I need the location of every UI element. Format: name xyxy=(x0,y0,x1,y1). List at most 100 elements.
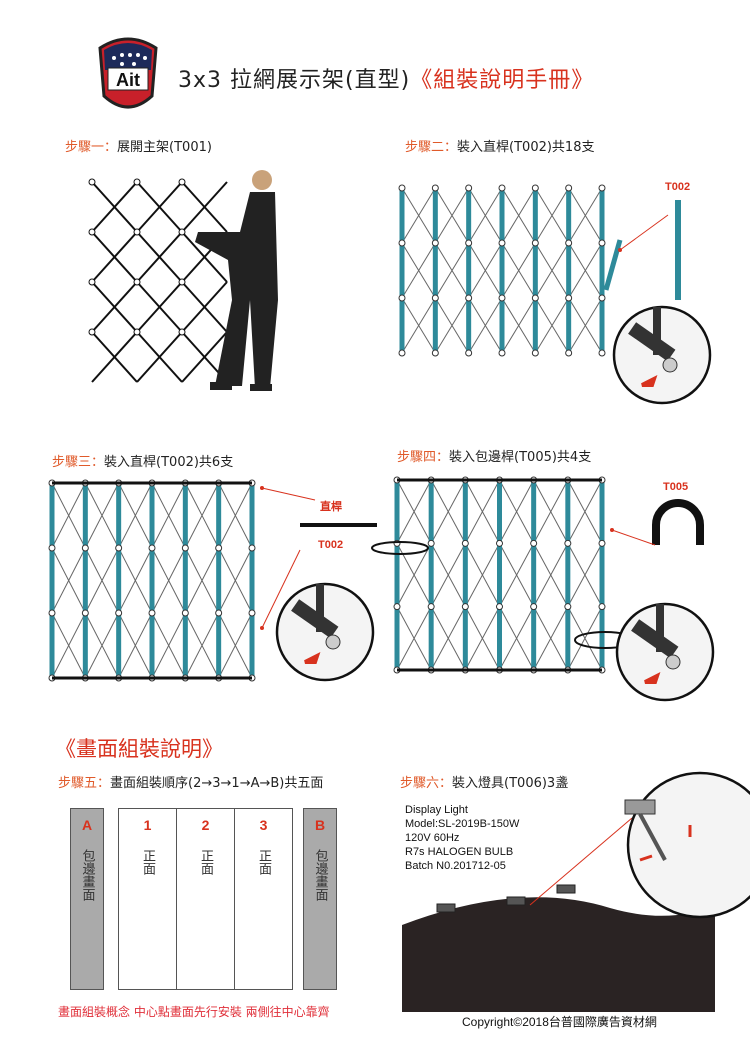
frame-hub xyxy=(465,349,473,357)
pointer-arrowhead xyxy=(260,486,264,490)
frame-strut xyxy=(118,482,153,549)
frame-hub xyxy=(465,239,473,247)
frame-strut xyxy=(468,187,503,244)
pointer-arrowhead xyxy=(260,626,264,630)
frame-strut xyxy=(218,482,253,549)
frame-strut xyxy=(499,606,535,671)
display-light-icon xyxy=(506,896,526,906)
frame-strut xyxy=(136,181,183,233)
frame-hub xyxy=(565,294,573,302)
frame-strut xyxy=(84,547,120,614)
frame-hub xyxy=(88,328,96,336)
light-spec-line: Model:SL-2019B-150W xyxy=(405,818,520,830)
pointer-line xyxy=(261,487,316,501)
pointer-line xyxy=(619,214,669,251)
frame-hub xyxy=(530,603,538,611)
frame-hub xyxy=(133,278,141,286)
step-5: 步驟五：畫面組裝順序(2→3→1→A→B)共五面 xyxy=(58,772,323,791)
title-sub: 《組裝說明手冊》 xyxy=(410,68,595,93)
frame-hub xyxy=(465,184,473,192)
frame-strut xyxy=(468,242,503,299)
frame-hub xyxy=(465,294,473,302)
step-2: 步驟二：裝入直桿(T002)共18支 xyxy=(405,136,594,155)
section-title: 《畫面組裝說明》 xyxy=(55,737,223,761)
light-spec: Display Light Model:SL-2019B-150W 120V 6… xyxy=(405,803,519,873)
frame-strut xyxy=(533,606,569,671)
logo-main-text: Ait xyxy=(116,70,140,90)
frame-strut xyxy=(434,297,470,354)
panel-text: 包邊畫面 xyxy=(312,849,328,901)
step-6: 步驟六：裝入燈具(T006)3盞 xyxy=(400,772,568,791)
step-text: 展開主架(T001) xyxy=(117,140,212,155)
frame-strut xyxy=(499,479,535,544)
connector-part xyxy=(631,619,679,659)
assembly-note: 畫面組裝概念 中心點畫面先行安裝 兩側往中心靠齊 xyxy=(58,1005,330,1019)
hub-part xyxy=(662,357,678,373)
frame-strut xyxy=(533,479,569,544)
frame-strut xyxy=(84,612,120,679)
detail-zoom-circle xyxy=(275,582,375,682)
frame-strut xyxy=(51,482,86,549)
frame-strut xyxy=(468,297,503,354)
step-label: 步驟四 xyxy=(397,450,437,465)
frame-hub xyxy=(531,349,539,357)
step-label: 步驟一 xyxy=(65,140,105,155)
frame-hub xyxy=(431,184,439,192)
frame-hub xyxy=(133,228,141,236)
folded-frame xyxy=(88,178,228,383)
frame-strut xyxy=(534,297,570,354)
page-title: 3x3 拉網展示架(直型)《組裝說明手冊》 xyxy=(178,62,594,94)
frame-strut xyxy=(534,242,570,299)
frame-strut xyxy=(51,547,86,614)
display-light-icon xyxy=(556,884,576,894)
frame-hub xyxy=(427,603,435,611)
frame-hub xyxy=(461,539,469,547)
panel-text: 正面 xyxy=(140,849,155,875)
frame-strut xyxy=(401,297,436,354)
light-arm xyxy=(638,813,667,861)
panel-id: A xyxy=(81,817,93,833)
light-spec-line: Batch N0.201712-05 xyxy=(405,860,506,872)
frame-hub xyxy=(81,609,89,617)
frame-hub xyxy=(398,184,406,192)
frame-hub xyxy=(598,349,606,357)
frame-strut xyxy=(434,242,470,299)
frame-strut xyxy=(84,482,120,549)
frame-hub xyxy=(461,603,469,611)
step-sep: ： xyxy=(97,776,111,791)
frame-hub xyxy=(431,294,439,302)
pole-label: 直桿 xyxy=(320,499,342,513)
frame-strut xyxy=(568,242,603,299)
frame-strut xyxy=(434,187,470,244)
frame-hub xyxy=(88,178,96,186)
frame-hub xyxy=(498,239,506,247)
frame-hub xyxy=(178,228,186,236)
frame-strut xyxy=(501,297,536,354)
frame-hub xyxy=(431,349,439,357)
pointer-arrowhead xyxy=(610,528,614,532)
step-sep: ： xyxy=(444,140,458,155)
step-sep: ： xyxy=(104,140,118,155)
frame-hub xyxy=(565,349,573,357)
frame-strut xyxy=(136,331,183,383)
frame-hub xyxy=(398,294,406,302)
frame-hub xyxy=(393,603,401,611)
t002-label: T002 xyxy=(318,539,343,551)
red-arrow-icon xyxy=(304,652,321,664)
frame-hub xyxy=(431,239,439,247)
panel-id: B xyxy=(314,817,326,833)
frame-strut xyxy=(396,606,432,671)
frame-illustration xyxy=(398,184,606,357)
t005-curved-pole xyxy=(652,499,704,545)
panel-id: 2 xyxy=(201,817,210,833)
light-spec-line: 120V 60Hz xyxy=(405,832,460,844)
frame-hub xyxy=(598,184,606,192)
frame-hub xyxy=(565,184,573,192)
frame-hub xyxy=(498,349,506,357)
frame-strut xyxy=(396,479,432,544)
pointer-line xyxy=(529,817,633,906)
